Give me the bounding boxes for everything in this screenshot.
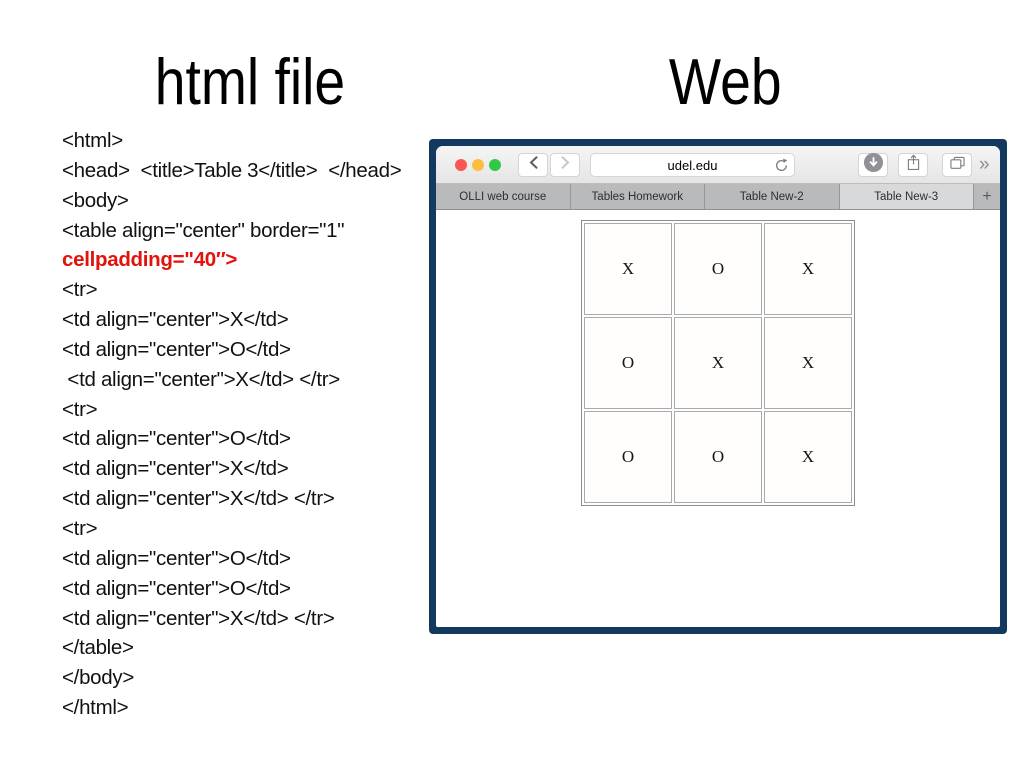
code-line: <body> (62, 188, 129, 212)
code-line: <html> (62, 129, 123, 152)
code-line: <td align="center">X</td> </tr> (62, 367, 340, 391)
code-line: <td align="center">X</td> </tr> (62, 606, 335, 630)
code-line: <td align="center">X</td> </tr> (62, 487, 335, 511)
table-cell: O (584, 411, 672, 503)
code-line: </body> (62, 666, 134, 690)
code-line: cellpadding="40″> (62, 248, 238, 272)
reload-icon[interactable] (774, 158, 789, 176)
table-cell: X (764, 411, 852, 503)
code-line: <head> <title>Table 3</title> </head> (62, 158, 402, 182)
code-line: <td align="center">O</td> (62, 576, 291, 600)
browser-window: udel.edu (436, 146, 1000, 627)
tab-table-new-2[interactable]: Table New-2 (705, 184, 840, 209)
tab-overview-button[interactable] (942, 153, 972, 177)
code-line: <td align="center">O</td> (62, 337, 291, 361)
tab-table-new-3[interactable]: Table New-3 (839, 184, 974, 209)
address-bar[interactable]: udel.edu (590, 153, 795, 177)
code-block: <html> <head> <title>Table 3</title> </he… (62, 126, 434, 723)
table-cell: X (674, 317, 762, 409)
code-line: <tr> (62, 397, 98, 421)
table-cell: X (764, 223, 852, 315)
download-icon (863, 152, 884, 178)
left-column-title: html file (60, 45, 440, 118)
new-tab-button[interactable]: + (982, 187, 992, 205)
table-cell: O (674, 411, 762, 503)
browser-toolbar: udel.edu (436, 146, 1000, 184)
code-line: <td align="center">O</td> (62, 546, 291, 570)
forward-button[interactable] (550, 153, 580, 177)
url-text: udel.edu (667, 157, 718, 173)
tab-olli-web-course[interactable]: OLLI web course (436, 184, 571, 209)
right-column-title: Web (432, 45, 1018, 118)
share-button[interactable] (898, 153, 928, 177)
forward-chevron-icon (560, 156, 571, 174)
code-line: <td align="center">O</td> (62, 427, 291, 451)
code-line: <tr> (62, 278, 98, 302)
share-icon (907, 154, 920, 176)
code-line: <tr> (62, 516, 98, 540)
table-cell: X (764, 317, 852, 409)
right-title-text: Web (668, 45, 782, 118)
tabs-overview-icon (949, 156, 965, 175)
close-window-button[interactable] (455, 159, 467, 171)
back-button[interactable] (518, 153, 548, 177)
code-line: </table> (62, 636, 134, 660)
code-line: <td align="center">X</td> (62, 308, 289, 332)
tab-tables-homework[interactable]: Tables Homework (571, 184, 705, 209)
toolbar-overflow-button[interactable]: » (979, 154, 990, 175)
table-cell: O (584, 317, 672, 409)
code-line: </html> (62, 696, 129, 720)
code-line: <table align="center" border="1" (62, 218, 345, 242)
table-cell: O (674, 223, 762, 315)
minimize-window-button[interactable] (472, 159, 484, 171)
zoom-window-button[interactable] (489, 159, 501, 171)
left-title-text: html file (154, 45, 346, 118)
table-cell: X (584, 223, 672, 315)
safari-window-screenshot: udel.edu (429, 139, 1007, 634)
code-line: <td align="center">X</td> (62, 457, 289, 481)
back-chevron-icon (528, 156, 539, 174)
downloads-button[interactable] (858, 152, 888, 178)
